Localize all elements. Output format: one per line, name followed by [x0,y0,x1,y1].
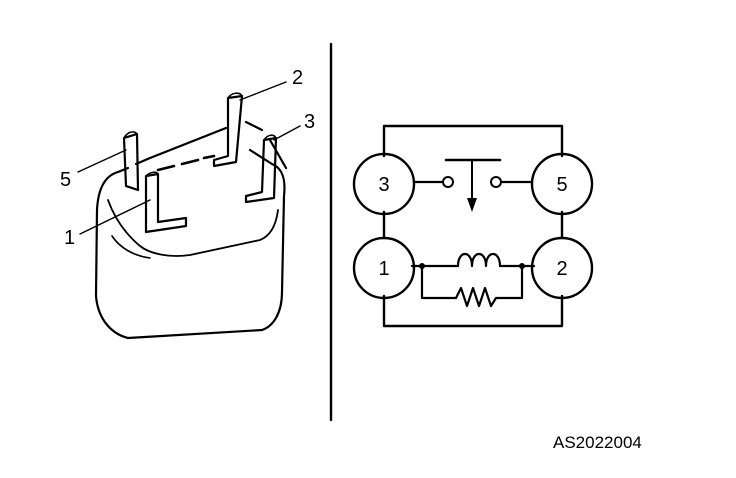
terminal-5-circle [530,152,594,216]
pin-5-label: 5 [60,169,71,191]
relay-schematic: 3 5 1 2 [352,124,594,328]
terminal-2-circle [530,236,594,300]
pin-5-blade [122,132,140,192]
switch-contact-right [490,176,502,188]
coil-icon [456,252,502,268]
leader-pin-1 [79,199,151,235]
leader-pin-2 [239,81,287,101]
switch-arrow [467,198,477,212]
leader-pin-3 [273,125,301,141]
pin-1-blade [144,172,188,234]
relay-body-illustration: 2 3 5 1 [60,67,315,340]
terminal-1-label: 1 [378,258,389,280]
terminal-1-circle [352,236,416,300]
relay-rim [107,199,279,257]
resistor-icon [420,264,524,308]
relay-housing [94,148,286,340]
figure-code: AS2022004 [553,433,642,452]
top-slots [156,154,216,172]
relay-top-face [116,120,288,174]
pin-2-label: 2 [292,67,303,89]
pin-3-blade [244,136,278,204]
pin-3-label: 3 [304,111,315,133]
terminal-3-label: 3 [378,174,389,196]
switch-contact-left [442,176,454,188]
pin-1-label: 1 [64,227,75,249]
schematic-wiring [382,124,564,328]
terminal-5-label: 5 [556,174,567,196]
relay-lower-edge [111,235,151,259]
terminal-3-circle [352,152,416,216]
terminal-2-label: 2 [556,258,567,280]
leader-pin-5 [77,149,127,173]
